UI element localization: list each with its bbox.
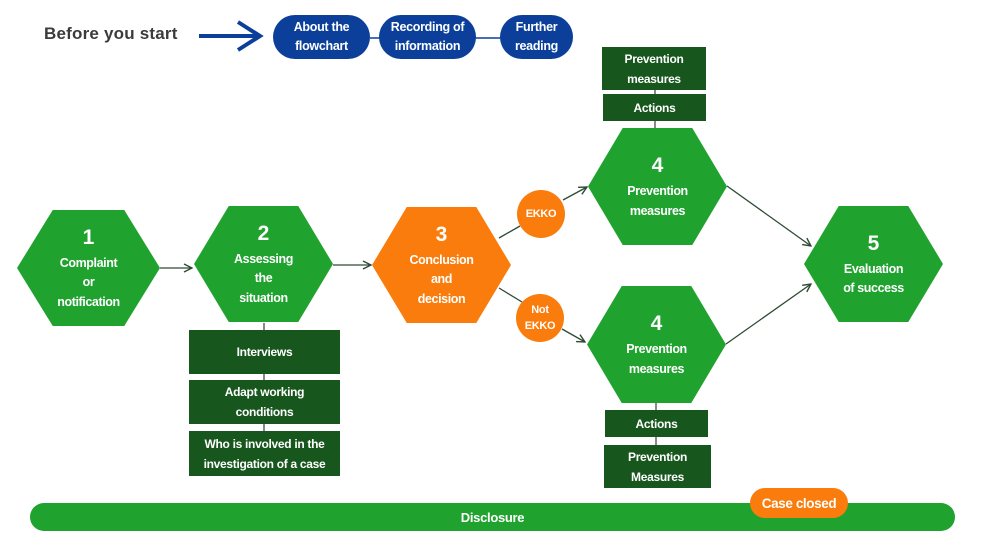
arrow-not-ekko-step4-lower	[561, 328, 585, 342]
step-label: Conclusion and decision	[409, 252, 474, 306]
arrow-step4-lower-step5	[725, 284, 811, 345]
step-number: 4	[650, 312, 663, 335]
adapt-working-conditions-box[interactable]: Adapt working conditions	[189, 380, 340, 424]
arrow-ekko-step4-upper	[562, 187, 587, 201]
about-flowchart-link[interactable]: About the flowchart	[273, 15, 370, 59]
step-label: Evaluation of success	[843, 261, 904, 296]
step-4-prevention-ekko[interactable]: 4 Prevention measures	[588, 128, 727, 245]
arrow-step4-upper-step5	[726, 185, 811, 246]
step-label: Assessing the situation	[234, 251, 293, 305]
step-number: 3	[435, 222, 448, 246]
step-label: Prevention measures	[627, 184, 688, 218]
step-label: Prevention measures	[626, 342, 687, 376]
prevention-measures-box-lower[interactable]: Prevention Measures	[604, 445, 711, 488]
not-ekko-branch[interactable]: Not EKKO	[516, 294, 564, 342]
before-you-start-label: Before you start	[44, 24, 178, 43]
step-1-complaint[interactable]: 1 Complaint or notification	[17, 210, 160, 326]
actions-box-upper[interactable]: Actions	[603, 94, 706, 121]
step-label: Complaint or notification	[57, 255, 120, 309]
step-number: 2	[257, 221, 270, 245]
step-number: 1	[82, 225, 95, 249]
interviews-box[interactable]: Interviews	[189, 330, 340, 374]
step-number: 5	[867, 231, 880, 255]
actions-box-lower[interactable]: Actions	[605, 410, 708, 437]
prevention-measures-box-upper[interactable]: Prevention measures	[602, 47, 706, 90]
step-4-prevention-not-ekko[interactable]: 4 Prevention measures	[587, 286, 726, 403]
line-step3-ekko	[498, 225, 521, 239]
who-is-involved-box[interactable]: Who is involved in the investigation of …	[189, 431, 340, 476]
recording-information-link[interactable]: Recording of information	[379, 15, 476, 59]
case-closed-badge[interactable]: Case closed	[750, 488, 848, 518]
step-number: 4	[651, 154, 664, 177]
further-reading-link[interactable]: Further reading	[500, 15, 573, 59]
step-5-evaluation[interactable]: 5 Evaluation of success	[804, 206, 943, 322]
arrow-right-icon	[199, 20, 264, 52]
line-step3-not-ekko	[498, 287, 523, 303]
ekko-branch[interactable]: EKKO	[517, 190, 565, 238]
